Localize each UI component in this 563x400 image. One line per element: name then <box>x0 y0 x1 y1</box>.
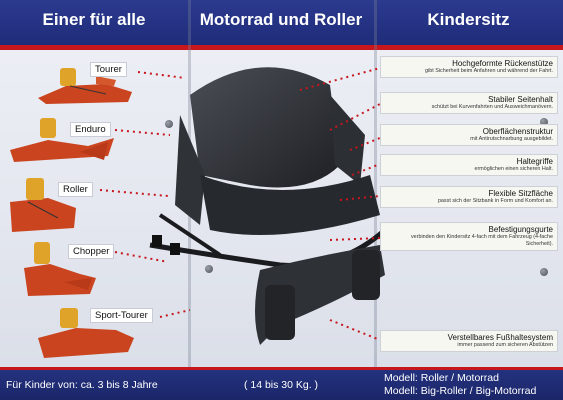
bottom-banner: Für Kinder von: ca. 3 bis 8 Jahre ( 14 b… <box>0 367 563 400</box>
chopper-illustration <box>24 242 96 296</box>
feature-flexible-seat: Flexible Sitzfläche passt sich der Sitzb… <box>380 186 558 208</box>
feature-side-support: Stabiler Seitenhalt schützt bei Kurvenfa… <box>380 92 558 114</box>
rivet <box>540 118 548 126</box>
bike-label-sport-tourer: Sport-Tourer <box>90 308 153 323</box>
rivet <box>205 265 213 273</box>
banner-title-right: Kindersitz <box>427 10 510 29</box>
model-line-2: Modell: Big-Roller / Big-Motorrad <box>384 385 537 397</box>
feature-handles: Haltegriffe ermöglichen einen sicheren H… <box>380 154 558 176</box>
weight-range-text: ( 14 bis 30 Kg. ) <box>243 379 319 391</box>
feature-surface-texture: Oberflächenstruktur mit Antirutschnarbun… <box>380 124 558 146</box>
roller-illustration <box>10 178 76 232</box>
age-range-text: Für Kinder von: ca. 3 bis 8 Jahre <box>6 379 158 391</box>
feature-straps: Befestigungsgurte verbinden den Kindersi… <box>380 222 558 251</box>
bike-label-tourer: Tourer <box>90 62 127 77</box>
bike-label-chopper: Chopper <box>68 244 115 259</box>
top-banner: Einer für alle Motorrad und Roller Kinde… <box>0 0 563 50</box>
bike-label-roller: Roller <box>58 182 93 197</box>
model-line-1: Modell: Roller / Motorrad <box>384 372 499 384</box>
feature-footrest: Verstellbares Fußhaltesystem immer passe… <box>380 330 558 352</box>
feature-backrest: Hochgeformte Rückenstütze gibt Sicherhei… <box>380 56 558 78</box>
sport-tourer-illustration <box>38 308 134 358</box>
tourer-illustration <box>38 68 132 104</box>
bike-label-enduro: Enduro <box>70 122 111 137</box>
rivet <box>165 120 173 128</box>
rivet <box>540 268 548 276</box>
child-seat-product <box>149 67 387 345</box>
banner-title-center: Motorrad und Roller <box>199 10 363 29</box>
enduro-illustration <box>10 118 114 162</box>
banner-title-left: Einer für alle <box>42 10 146 29</box>
